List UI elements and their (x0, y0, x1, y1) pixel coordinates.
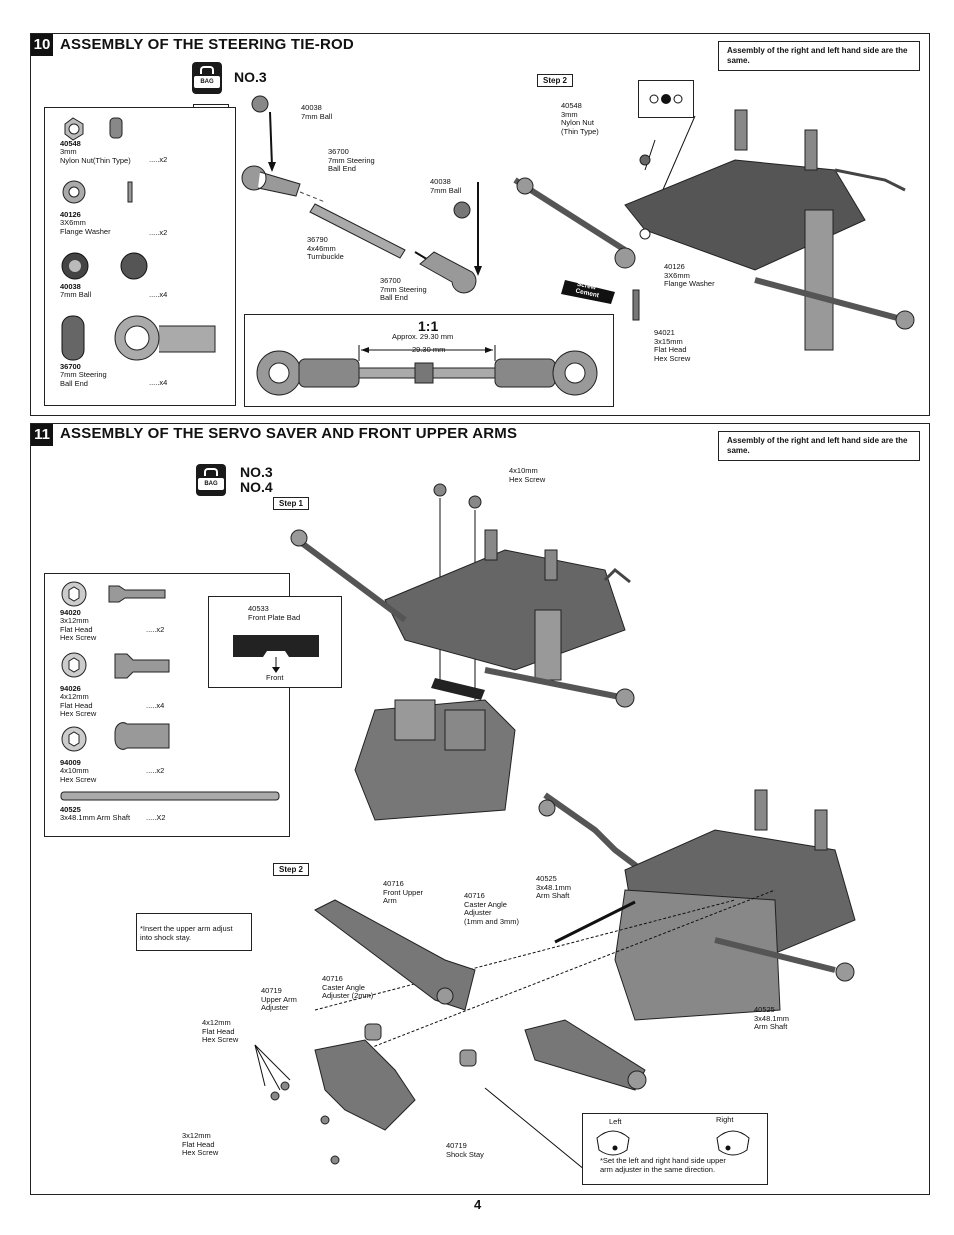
tie-rod-exploded-diagram (241, 95, 482, 294)
scale-approx: Approx. 29.30 mm (392, 332, 454, 341)
part-40525-code: 40525 (60, 805, 81, 814)
nut-orientation-icon (649, 94, 683, 104)
part-40525-desc: 3x48.1mm Arm Shaft (60, 813, 131, 822)
part-36700-code: 36700 (60, 362, 81, 371)
part-40126-desc: 3X6mm Flange Washer (60, 218, 111, 236)
step1-assembly-drawing (290, 483, 635, 821)
label-4x12-screw: 4x12mm Flat Head Hex Screw (202, 1018, 239, 1044)
part-94026-desc: 4x12mm Flat Head Hex Screw (60, 692, 97, 718)
section-10-title: ASSEMBLY OF THE STEERING TIE-ROD (60, 36, 354, 53)
section-10-number: 10 (31, 34, 53, 56)
label-arm-shaft-top: 40525 3x48.1mm Arm Shaft (536, 874, 572, 900)
label-caster-adjuster-1-3: 40716 Caster Angle Adjuster (1mm and 3mm… (464, 891, 520, 926)
label-ball-right: 40038 7mm Ball (430, 177, 462, 195)
label-3x12-screw: 3x12mm Flat Head Hex Screw (182, 1131, 219, 1157)
left-label: Left (609, 1117, 622, 1126)
part-40525-qty: .....X2 (146, 813, 166, 822)
label-ballend-bottom: 36700 7mm Steering Ball End (380, 276, 427, 302)
part-94009-code: 94009 (60, 758, 81, 767)
step2-assembly-drawing (254, 789, 856, 1171)
part-36700-desc: 7mm Steering Ball End (60, 370, 107, 388)
parts-box-10-art (61, 117, 216, 361)
part-40038-code: 40038 (60, 282, 81, 291)
scale-ratio: 1:1 (418, 318, 439, 334)
part-40548-code: 40548 (60, 139, 81, 148)
section-11-number: 11 (31, 424, 53, 446)
bag-icon: BAG (196, 464, 226, 496)
section-11-note: Assembly of the right and left hand side… (718, 431, 920, 461)
right-label: Right (716, 1115, 734, 1124)
label-arm-shaft-right: 40525 3x48.1mm Arm Shaft (754, 1005, 790, 1031)
part-40126-qty: .....x2 (149, 228, 168, 237)
label-caster-adjuster-2: 40716 Caster Angle Adjuster (2mm) (322, 974, 374, 1000)
label-ball-top: 40038 7mm Ball (301, 103, 333, 121)
label-nylon-nut: 40548 3mm Nylon Nut (Thin Type) (561, 101, 599, 136)
scale-dimension: 29.30 mm (412, 345, 446, 354)
front-plate-label: 40533 Front Plate Bad (248, 604, 301, 622)
adjuster-direction-box (582, 1113, 768, 1185)
part-40548-qty: .....x2 (149, 155, 168, 164)
part-94026-code: 94026 (60, 684, 81, 693)
step-1-label: Step 1 (273, 497, 310, 510)
label-front-upper-arm: 40716 Front Upper Arm (383, 879, 424, 905)
part-36700-qty: .....x4 (149, 378, 168, 387)
section-11-title: ASSEMBLY OF THE SERVO SAVER AND FRONT UP… (60, 425, 518, 442)
step-2-label: Step 2 (537, 74, 574, 87)
part-94020-code: 94020 (60, 608, 81, 617)
part-40038-qty: .....x4 (149, 290, 168, 299)
tie-rod-1to1-drawing (256, 345, 598, 396)
parts-box-10 (44, 107, 236, 406)
section-10-note: Assembly of the right and left hand side… (718, 41, 920, 71)
part-40548-desc: 3mm Nylon Nut(Thin Type) (60, 147, 131, 165)
part-94020-desc: 3x12mm Flat Head Hex Screw (60, 616, 97, 642)
label-flange-washer: 40126 3X6mm Flange Washer (664, 262, 715, 288)
label-turnbuckle: 36790 4x46mm Turnbuckle (307, 235, 344, 261)
set-direction-note: *Set the left and right hand side upper … (600, 1156, 726, 1174)
front-plate-icon (233, 635, 319, 673)
bag-number-3: NO.3 (240, 464, 273, 480)
adjuster-direction-icons (596, 1130, 750, 1156)
step-2-label: Step 2 (273, 863, 310, 876)
label-flat-head-screw: 94021 3x15mm Flat Head Hex Screw (654, 328, 691, 363)
scale-box (244, 314, 614, 407)
part-94009-desc: 4x10mm Hex Screw (60, 766, 97, 784)
page-number: 4 (474, 1197, 482, 1212)
label-upper-arm-adjuster: 40719 Upper Arm Adjuster (261, 986, 297, 1012)
nut-orientation-callout (638, 80, 694, 118)
part-94020-qty: .....x2 (146, 625, 165, 634)
bag-number: NO.3 (234, 69, 267, 85)
bag-icon: BAG (192, 62, 222, 94)
label-shock-stay: 40719 Shock Stay (446, 1141, 484, 1159)
front-plate-front: Front (266, 673, 284, 682)
parts-box-11-art (60, 581, 280, 801)
step2-chassis-drawing (513, 109, 915, 351)
label-ballend-top: 36700 7mm Steering Ball End (328, 147, 375, 173)
front-plate-callout (208, 596, 342, 688)
part-40038-desc: 7mm Ball (60, 290, 92, 299)
part-40126-code: 40126 (60, 210, 81, 219)
insert-note-box (136, 913, 252, 951)
bag-number-4: NO.4 (240, 479, 273, 495)
insert-note: *Insert the upper arm adjust into shock … (140, 924, 233, 942)
part-94026-qty: .....x4 (146, 701, 165, 710)
part-94009-qty: .....x2 (146, 766, 165, 775)
label-4x10-hex-screw: 4x10mm Hex Screw (509, 466, 546, 484)
